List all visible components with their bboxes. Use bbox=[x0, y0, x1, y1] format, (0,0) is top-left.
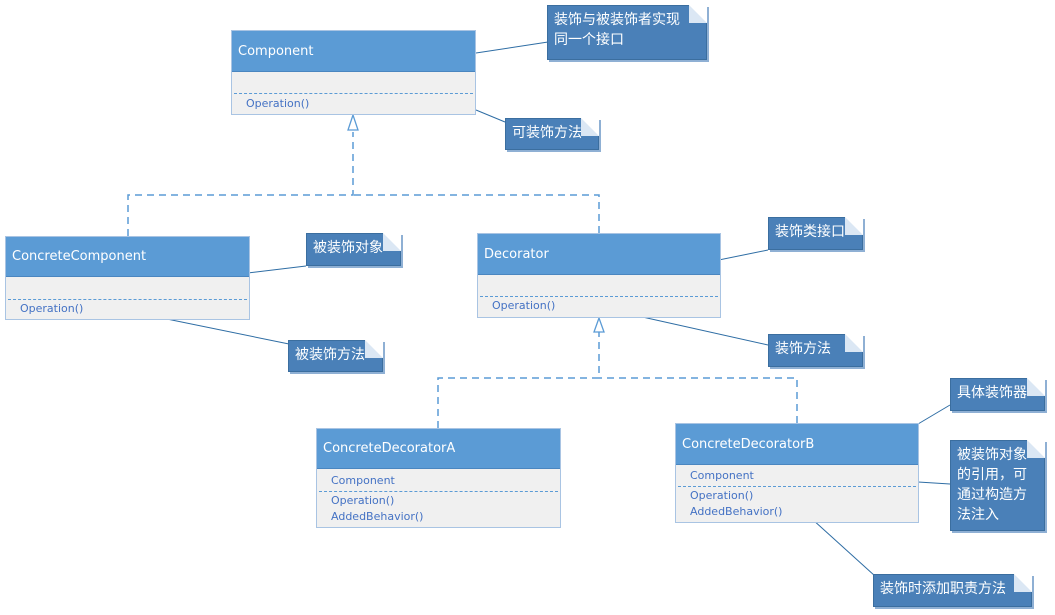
field-component: Component bbox=[331, 474, 395, 487]
method-operation: Operation() bbox=[492, 299, 556, 312]
inheritance-arrowhead-decorator bbox=[593, 316, 605, 333]
note-anchor-line bbox=[475, 109, 506, 123]
note-text: 被装饰对象 bbox=[313, 240, 383, 256]
method-operation: Operation() bbox=[246, 97, 310, 110]
section-divider bbox=[319, 491, 558, 492]
inheritance-arrowhead-component bbox=[347, 112, 359, 131]
note-fold-corner bbox=[1035, 440, 1045, 450]
note-decorator-interface[interactable]: 装饰类接口 bbox=[768, 217, 863, 250]
note-fold-corner bbox=[373, 340, 383, 350]
note-fold-corner bbox=[853, 217, 863, 227]
note-text: 装饰时添加职责方法 bbox=[880, 581, 1006, 597]
note-anchor-line bbox=[917, 481, 951, 485]
note-text: 被装饰方法 bbox=[295, 347, 365, 363]
class-name: Component bbox=[232, 31, 475, 72]
class-name: ConcreteDecoratorA bbox=[317, 429, 560, 469]
note-fold-corner bbox=[697, 5, 707, 15]
class-concrete-decorator-a[interactable]: ConcreteDecoratorA Component Operation()… bbox=[316, 428, 561, 528]
note-text: 具体装饰器 bbox=[957, 385, 1027, 401]
inheritance-line-decorator-a bbox=[437, 332, 600, 428]
method-added-behavior: AddedBehavior() bbox=[690, 505, 783, 518]
note-component-interface[interactable]: 装饰与被装饰者实现 同一个接口 bbox=[547, 5, 707, 60]
note-concrete-decorator[interactable]: 具体装饰器 bbox=[950, 378, 1045, 411]
inheritance-line-decorator-b bbox=[599, 377, 798, 423]
note-decoratable-method[interactable]: 可装饰方法 bbox=[505, 118, 599, 150]
class-name: ConcreteDecoratorB bbox=[676, 424, 918, 465]
section-divider bbox=[678, 486, 916, 487]
note-anchor-line bbox=[637, 315, 769, 346]
note-text: 可装饰方法 bbox=[512, 125, 582, 141]
class-name: ConcreteComponent bbox=[6, 237, 249, 277]
note-anchor-line bbox=[811, 518, 876, 577]
class-concrete-component[interactable]: ConcreteComponent Operation() bbox=[5, 236, 250, 320]
section-divider bbox=[480, 296, 718, 297]
method-operation: Operation() bbox=[690, 489, 754, 502]
class-component[interactable]: Component Operation() bbox=[231, 30, 476, 115]
class-concrete-decorator-b[interactable]: ConcreteDecoratorB Component Operation()… bbox=[675, 423, 919, 523]
note-fold-corner bbox=[1035, 378, 1045, 388]
section-divider bbox=[234, 93, 473, 94]
method-operation: Operation() bbox=[331, 494, 395, 507]
note-reference-injection[interactable]: 被装饰对象 的引用，可 通过构造方 法注入 bbox=[950, 440, 1045, 531]
note-decorate-method[interactable]: 装饰方法 bbox=[768, 334, 863, 367]
realization-line-decorator bbox=[353, 194, 600, 233]
note-anchor-line bbox=[917, 404, 951, 425]
note-anchor-line bbox=[161, 317, 290, 345]
method-operation: Operation() bbox=[20, 302, 84, 315]
note-text: 装饰类接口 bbox=[775, 224, 845, 240]
note-add-responsibility[interactable]: 装饰时添加职责方法 bbox=[873, 574, 1032, 607]
class-decorator[interactable]: Decorator Operation() bbox=[477, 233, 721, 318]
note-text: 被装饰对象 的引用，可 通过构造方 法注入 bbox=[957, 447, 1027, 523]
note-fold-corner bbox=[589, 118, 599, 128]
note-anchor-line bbox=[475, 41, 549, 54]
note-decorated-method[interactable]: 被装饰方法 bbox=[288, 340, 383, 372]
method-added-behavior: AddedBehavior() bbox=[331, 510, 424, 523]
note-fold-corner bbox=[1022, 574, 1032, 584]
note-text: 装饰与被装饰者实现 同一个接口 bbox=[554, 12, 680, 48]
class-name: Decorator bbox=[478, 234, 720, 275]
note-fold-corner bbox=[391, 233, 401, 243]
realization-line-concrete-component bbox=[127, 132, 354, 236]
note-text: 装饰方法 bbox=[775, 341, 831, 357]
note-fold-corner bbox=[853, 334, 863, 344]
field-component: Component bbox=[690, 469, 754, 482]
section-divider bbox=[8, 299, 247, 300]
note-decorated-object[interactable]: 被装饰对象 bbox=[306, 233, 401, 266]
